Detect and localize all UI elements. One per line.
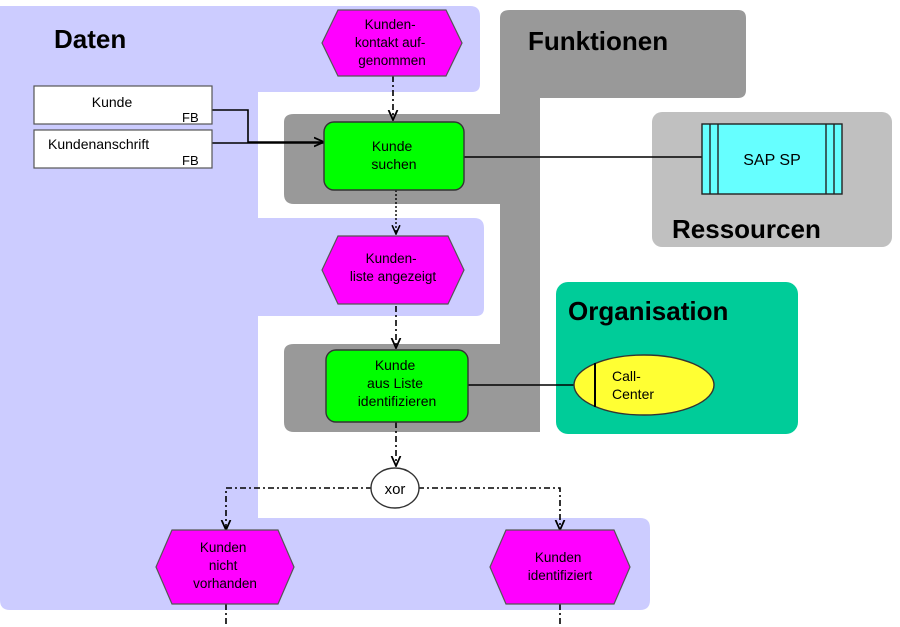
- data-object-kunde[interactable]: Kunde FB: [33, 85, 213, 125]
- resource-sap-sp-label: SAP SP: [743, 152, 801, 169]
- connectors: [212, 76, 702, 627]
- flow-xor-to-identifiziert: [418, 487, 560, 530]
- function-kunde-identifizieren-label: Kunde aus Liste identifizieren: [358, 357, 437, 409]
- data-object-kundenanschrift[interactable]: Kundenanschrift FB: [33, 129, 213, 169]
- daten-heading: Daten: [54, 24, 126, 54]
- event-kunden-nicht-vorhanden-label: Kunden nicht vorhanden: [193, 540, 257, 591]
- event-kunden-nicht-vorhanden[interactable]: Kunden nicht vorhanden: [155, 529, 295, 605]
- event-kundenkontakt-label: Kunden- kontakt auf- genommen: [355, 17, 429, 68]
- funktionen-heading: Funktionen: [528, 26, 668, 56]
- data-object-kunde-name: Kunde: [92, 94, 133, 110]
- data-object-kundenanschrift-tag: FB: [182, 153, 199, 168]
- xor-label: xor: [385, 481, 406, 498]
- data-object-kundenanschrift-name: Kundenanschrift: [48, 136, 149, 152]
- event-kundenliste-label: Kunden- liste angezeigt: [350, 251, 437, 284]
- function-kunde-suchen[interactable]: Kunde suchen: [323, 121, 465, 191]
- event-kunden-identifiziert-label: Kunden identifiziert: [528, 550, 593, 583]
- flow-kunde-to-suchen: [212, 109, 324, 142]
- xor-connector[interactable]: xor: [370, 467, 420, 509]
- funktionen-region: [284, 10, 746, 432]
- org-unit-call-center-label: Call- Center: [612, 368, 654, 402]
- organisation-heading: Organisation: [568, 296, 728, 326]
- function-kunde-identifizieren[interactable]: Kunde aus Liste identifizieren: [325, 349, 469, 423]
- org-unit-call-center[interactable]: Call- Center: [573, 354, 715, 416]
- event-kunden-identifiziert[interactable]: Kunden identifiziert: [489, 529, 631, 605]
- ressourcen-heading: Ressourcen: [672, 214, 821, 244]
- flow-xor-to-nicht: [226, 487, 372, 530]
- resource-sap-sp[interactable]: SAP SP: [701, 123, 843, 195]
- event-kundenkontakt[interactable]: Kunden- kontakt auf- genommen: [321, 9, 463, 77]
- data-object-kunde-tag: FB: [182, 110, 199, 125]
- event-kundenliste-angezeigt[interactable]: Kunden- liste angezeigt: [321, 235, 465, 305]
- function-kunde-suchen-label: Kunde suchen: [371, 138, 416, 172]
